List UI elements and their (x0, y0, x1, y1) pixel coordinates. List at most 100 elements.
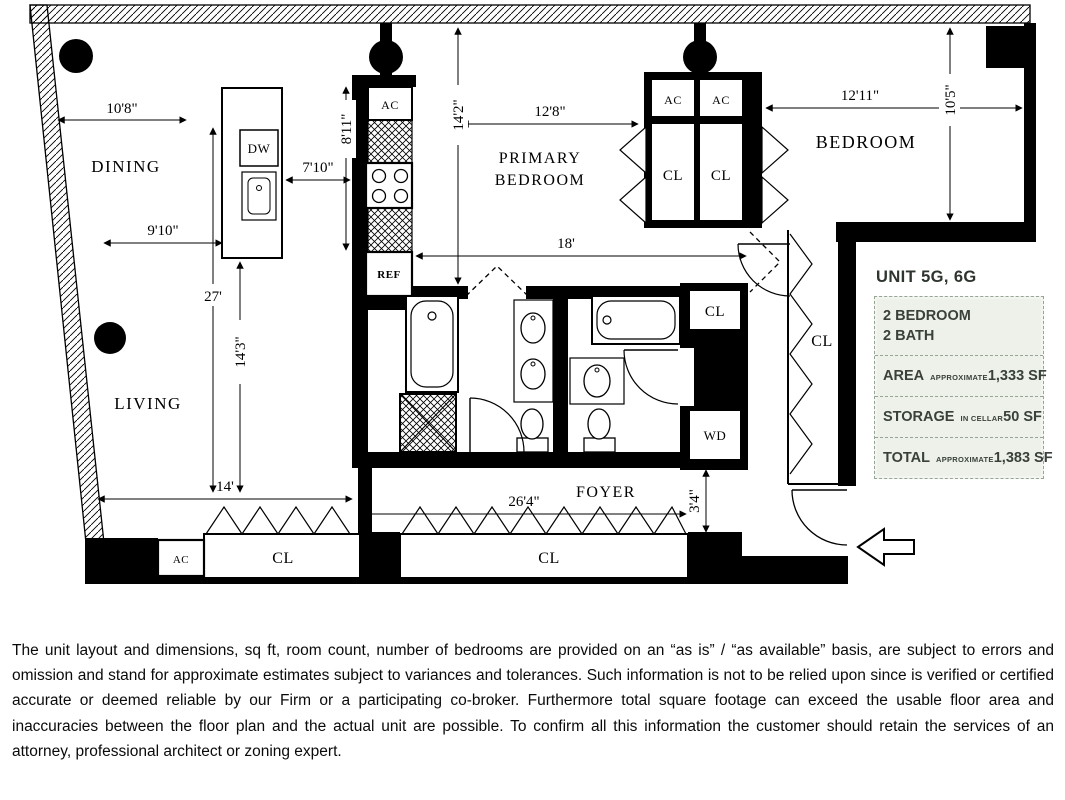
label-wd: WD (704, 428, 727, 443)
total-value: 1,383 SF (993, 450, 1053, 466)
label-ac-kitchen: AC (381, 98, 399, 112)
wall-segment (352, 75, 416, 87)
dim-interior-span: 18' (557, 236, 575, 252)
column (683, 40, 717, 74)
bottom-closets (156, 533, 689, 579)
bathroom-primary (399, 295, 554, 453)
storage-label: STORAGE (883, 409, 955, 425)
label-ac-closet-1: AC (664, 93, 682, 107)
bath-count: 2 BATH (883, 328, 935, 344)
door-opening (674, 348, 694, 406)
closet-box-mid (690, 291, 740, 329)
ac-box-bottom (156, 538, 206, 578)
burner (393, 168, 409, 184)
storage-row: STORAGE IN CELLAR 50 SF (875, 396, 1043, 437)
label-cl-mid: CL (705, 304, 725, 320)
wall-segment (838, 242, 856, 486)
ac-closet-box-2 (700, 80, 742, 116)
area-row: AREA APPROXIMATE 1,333 SF (875, 355, 1047, 396)
dim-living-bottom: 14' (216, 479, 234, 495)
entry-door-swing (791, 489, 848, 546)
columns (59, 39, 717, 354)
closet-door-leaf (761, 125, 789, 175)
kitchen-run (364, 86, 414, 298)
label-dw: DW (248, 141, 271, 156)
refrigerator (364, 250, 414, 298)
column (59, 39, 93, 73)
washer-dryer-box (690, 411, 740, 459)
sink (583, 364, 611, 398)
total-row: TOTAL APPROXIMATE 1,383 SF (875, 437, 1053, 478)
dim-kitchen-run: 8'11" (339, 114, 355, 145)
ac-closet-box-1 (652, 80, 694, 116)
dim-foyer-span: 26'4" (508, 494, 539, 510)
left-window-wall (29, 4, 105, 544)
tub-drain (602, 315, 612, 325)
bathtub-basin (410, 300, 454, 388)
disclaimer-text: The unit layout and dimensions, sq ft, r… (12, 642, 1054, 760)
double-door-dashed (749, 231, 781, 293)
dim-backer (447, 85, 468, 145)
dimension-labels: 10'8" 9'10" 27' 14'3" 8'11" 7'10" 14'2" … (106, 84, 959, 513)
dim-backer (229, 320, 250, 384)
dim-bedroom-width: 12'11" (841, 88, 879, 104)
door-swing (469, 397, 525, 453)
room-label-living: LIVING (114, 394, 182, 413)
faucet (530, 315, 536, 321)
faucet (594, 367, 600, 373)
dim-living-length: 27' (204, 289, 222, 305)
dim-island-gap: 7'10" (302, 160, 333, 176)
unit-info-box: UNIT 5G, 6G 2 BEDROOM 2 BATH AREA APPROX… (874, 268, 1053, 479)
wall-segment (836, 222, 1036, 242)
dishwasher (239, 129, 279, 167)
room-label-foyer: FOYER (576, 484, 636, 501)
bathroom-second (569, 295, 681, 453)
door-swing (623, 349, 679, 405)
wall-openings (652, 80, 742, 459)
top-window-wall (29, 4, 1031, 24)
bifold-doors-right (401, 505, 687, 536)
label-ref: REF (377, 269, 401, 281)
room-label-bedroom: BEDROOM (816, 132, 917, 152)
closet-box-2 (700, 124, 742, 220)
label-cl-tall: CL (811, 333, 832, 350)
dimension-text-backers (197, 74, 960, 384)
bifold-doors (205, 125, 789, 536)
sink (520, 358, 546, 390)
burner (371, 188, 387, 204)
sink-basin (247, 177, 271, 215)
floor-plan-drawing: 10'8" 9'10" 27' 14'3" 8'11" 7'10" 14'2" … (29, 4, 1036, 584)
tall-closet (787, 230, 838, 485)
entry-arrow-icon (856, 527, 915, 567)
room-label-primary-2: BEDROOM (495, 172, 586, 189)
label-cl-closet-1: CL (663, 168, 683, 184)
dim-backer (939, 74, 960, 126)
wall-segment (358, 452, 372, 540)
total-label: TOTAL (883, 450, 930, 466)
sink (520, 312, 546, 344)
dim-entry-depth: 3'4" (687, 489, 703, 513)
dim-living-width: 14'3" (233, 336, 249, 367)
double-door-dashed (465, 265, 529, 297)
dim-backer (335, 100, 356, 158)
room-label-dining: DINING (91, 157, 160, 176)
total-qualifier: APPROXIMATE (935, 455, 994, 464)
closet-door-leaf (761, 175, 789, 225)
sink-drain (256, 185, 262, 191)
toilet-tank (516, 437, 549, 453)
storage-value: 50 SF (1003, 409, 1042, 425)
wall-segment (1024, 23, 1036, 242)
bifold-doors-vertical (789, 233, 813, 475)
faucet (530, 361, 536, 367)
room-label-primary-1: PRIMARY (499, 150, 582, 167)
kitchen-counter (367, 119, 413, 164)
burner (371, 168, 387, 184)
unit-info-table: 2 BEDROOM 2 BATH AREA APPROXIMATE 1,333 … (874, 296, 1053, 479)
label-cl-bottom-2: CL (538, 550, 559, 567)
closet-box-1 (652, 124, 694, 220)
column (94, 322, 126, 354)
label-ac-closet-2: AC (712, 93, 730, 107)
bifold-doors-left (205, 505, 351, 536)
dim-backer (197, 284, 229, 306)
dim-dining-width: 10'8" (106, 101, 137, 117)
